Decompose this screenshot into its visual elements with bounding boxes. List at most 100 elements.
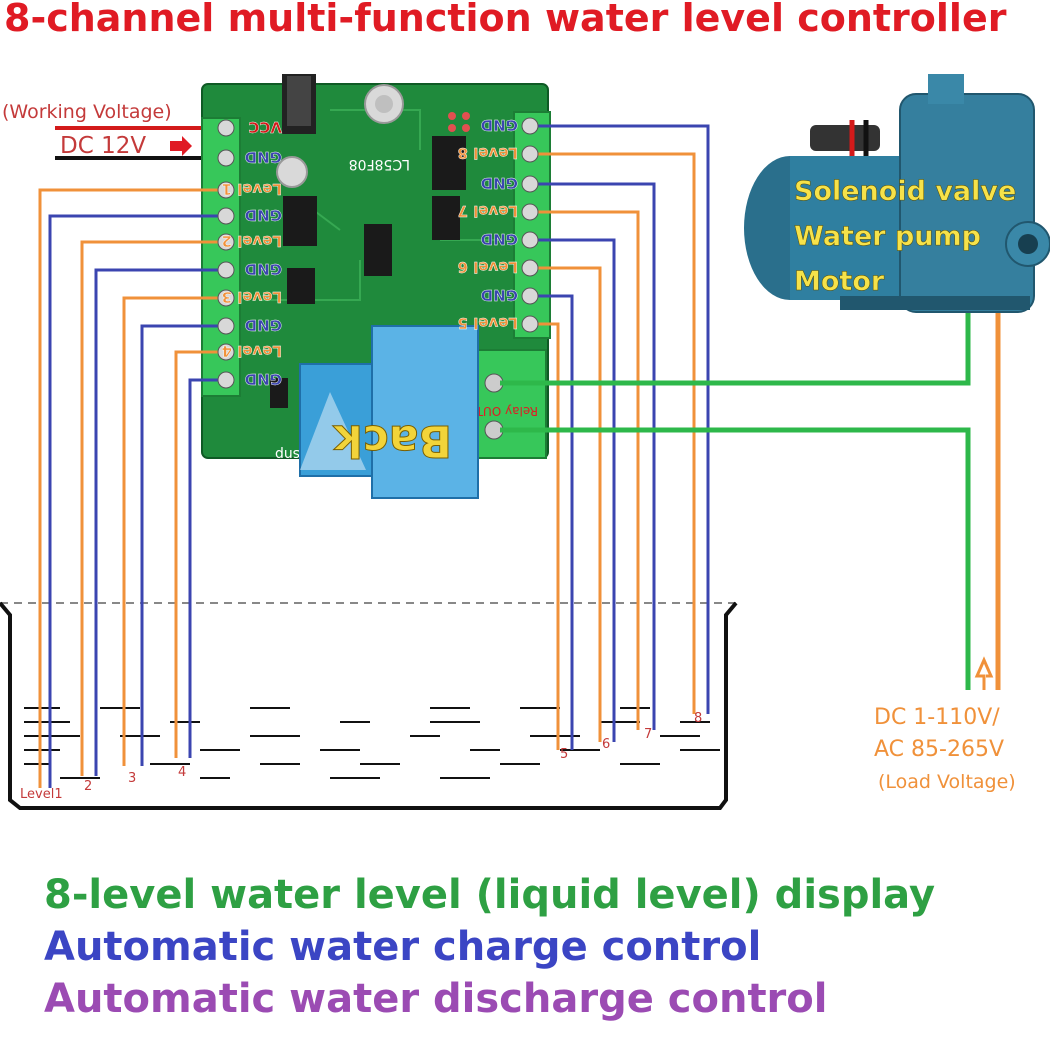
- screw-icon: [521, 145, 539, 163]
- load-labels: Solenoid valve Water pump Motor: [794, 176, 1017, 298]
- feature-line-1: 8-level water level (liquid level) displ…: [44, 872, 936, 918]
- screw-icon: [521, 315, 539, 333]
- screw-icon: [217, 343, 235, 361]
- wire-level-4: [174, 350, 226, 758]
- probe-label-5: 5: [560, 747, 568, 762]
- led: [462, 124, 470, 132]
- left-terminal-label-5: GND: [245, 260, 282, 278]
- screw-icon: [217, 119, 235, 137]
- probe-label-1: Level1: [20, 787, 63, 802]
- ic-chip: [432, 196, 460, 240]
- wire-level-7: [528, 210, 640, 730]
- load-wires: [500, 310, 1001, 690]
- right-terminal-labels: GND Level 8 GND Level 7 GND Level 6 GND Level 5: [457, 116, 539, 333]
- board-snp: snp: [275, 446, 300, 462]
- screw-icon: [217, 371, 235, 389]
- right-terminal-label-3: Level 7: [458, 202, 518, 220]
- probe-label-6: 6: [602, 737, 610, 752]
- screw-icon: [217, 317, 235, 335]
- right-terminal-label-0: GND: [481, 116, 518, 134]
- wire-gnd-4: [188, 378, 226, 758]
- screw-icon: [217, 181, 235, 199]
- probe-label-3: 3: [128, 771, 136, 786]
- load-label-3: Motor: [794, 266, 885, 297]
- warning-icon: [300, 392, 366, 470]
- screw-icon: [521, 259, 539, 277]
- capacitor: [276, 156, 308, 188]
- page-title: 8-channel multi-function water level con…: [4, 0, 1007, 40]
- pump-head: [899, 93, 1035, 313]
- screw-icon: [217, 233, 235, 251]
- probe-wires-right: [528, 124, 710, 750]
- water-marks: [24, 707, 720, 779]
- screw-icon: [521, 231, 539, 249]
- led: [462, 112, 470, 120]
- left-terminal-label-1: GND: [245, 148, 282, 166]
- wire-gnd-7: [528, 182, 656, 730]
- wire-level-2: [80, 240, 226, 776]
- probe-label-2: 2: [84, 779, 92, 794]
- relay-out-label: Relay OUT: [475, 404, 538, 418]
- screw-icon: [521, 287, 539, 305]
- led: [448, 124, 456, 132]
- ic-chip: [364, 224, 392, 276]
- left-terminal-label-3: GND: [245, 206, 282, 224]
- probe-label-8: 8: [694, 711, 702, 726]
- probe-wires-left: [38, 188, 226, 788]
- water-tank: [0, 601, 738, 810]
- load-label-2: Water pump: [794, 221, 981, 252]
- relay-wire-1: [500, 310, 971, 386]
- tank-outline: [0, 601, 738, 810]
- feature-line-2: Automatic water charge control: [44, 924, 762, 970]
- wire-gnd-2: [94, 268, 226, 776]
- left-terminal-label-7: GND: [245, 316, 282, 334]
- wire-level-1: [38, 188, 226, 788]
- wire-gnd-5: [528, 294, 574, 750]
- screw-icon: [217, 149, 235, 167]
- screw-icon: [521, 175, 539, 193]
- board-model: LC58F08: [349, 156, 410, 172]
- probe-label-7: 7: [644, 727, 652, 742]
- wire-gnd-8: [528, 124, 710, 714]
- feature-line-3: Automatic water discharge control: [44, 976, 828, 1022]
- dc-input-label: DC 12V: [60, 133, 146, 159]
- left-terminal-label-4: Level 2: [222, 232, 282, 250]
- arrow-right-icon: [170, 136, 192, 156]
- ic-chip: [432, 136, 466, 190]
- relay-output-terminal: [475, 349, 547, 459]
- right-terminal-label-2: GND: [481, 174, 518, 192]
- left-terminal-label-2: Level 1: [222, 180, 282, 198]
- water-pump: [744, 74, 1050, 313]
- wire-gnd-1: [48, 214, 226, 788]
- arrow-up-icon: [974, 656, 994, 690]
- relay: Back: [299, 325, 479, 499]
- load-voltage-line2: AC 85-265V: [874, 737, 1004, 762]
- back-label: Back: [332, 415, 452, 466]
- wire-gnd-6: [528, 238, 616, 742]
- controller-board: LC58F08 snp Relay OUT Back: [201, 74, 551, 499]
- right-terminal-label-7: Level 5: [458, 314, 518, 332]
- right-terminal-label-5: Level 6: [458, 258, 518, 276]
- load-label-1: Solenoid valve: [794, 176, 1016, 207]
- screw-icon: [217, 207, 235, 225]
- led: [448, 112, 456, 120]
- relay-wire-2: [500, 427, 971, 690]
- left-terminal-label-8: Level 4: [222, 342, 282, 360]
- left-terminal-label-9: GND: [245, 370, 282, 388]
- right-terminal-label-1: Level 8: [458, 144, 518, 162]
- wire-level-3: [122, 296, 226, 766]
- wire-level-8: [528, 152, 696, 714]
- screw-icon: [217, 289, 235, 307]
- wire-level-6: [528, 266, 602, 742]
- ic-chip: [283, 196, 317, 246]
- screw-icon: [521, 203, 539, 221]
- left-terminal-label-0: VCC: [248, 118, 282, 136]
- left-terminal-label-6: Level 3: [222, 288, 282, 306]
- right-terminal-label-4: GND: [481, 230, 518, 248]
- ic-chip: [287, 268, 315, 304]
- right-terminal-label-6: GND: [481, 286, 518, 304]
- load-voltage-note: (Load Voltage): [878, 771, 1016, 793]
